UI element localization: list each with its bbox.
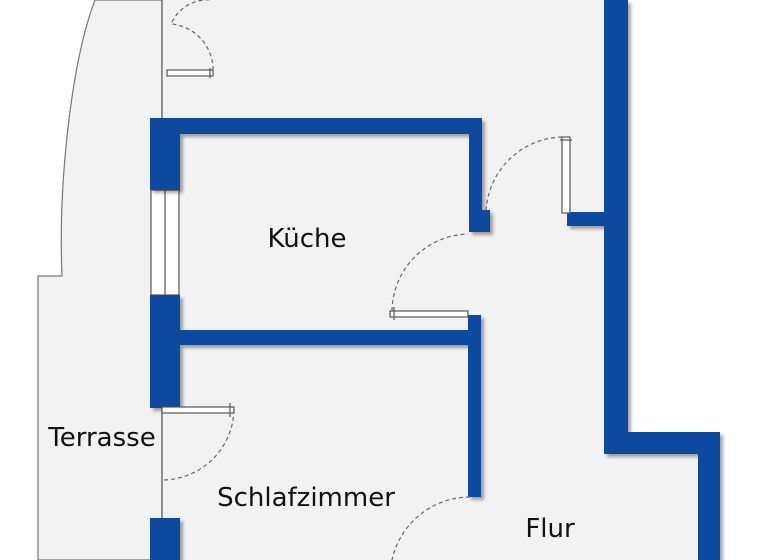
door-flur-upper (485, 136, 572, 214)
wall-right-stub (567, 212, 607, 226)
wall-right-lower (698, 432, 720, 560)
door-kitchen (389, 233, 469, 320)
room-label-kueche: Küche (267, 224, 346, 254)
terrace-area (37, 0, 163, 560)
wall-kitchen-bottom (180, 330, 480, 345)
door-bedroom-flur (391, 496, 471, 560)
wall-right-upper (604, 0, 628, 432)
building-floor (162, 0, 718, 560)
room-label-schlafzimmer: Schlafzimmer (217, 483, 395, 513)
wall-kitchen-top (150, 118, 480, 134)
wall-right-step (604, 432, 720, 454)
room-label-terrasse: Terrasse (47, 423, 155, 453)
room-label-flur: Flur (525, 514, 575, 544)
wall-kitchen-left-lower (150, 295, 180, 408)
wall-kitchen-left-upper (150, 118, 180, 190)
wall-bedroom-right (468, 315, 481, 497)
wall-kitchen-right (469, 118, 482, 214)
walls (150, 0, 720, 560)
wall-bedroom-left-bottom (150, 518, 180, 560)
wall-kitchen-right-stub (469, 210, 490, 232)
door-bedroom-terrace (161, 403, 235, 481)
door-top (166, 0, 214, 78)
